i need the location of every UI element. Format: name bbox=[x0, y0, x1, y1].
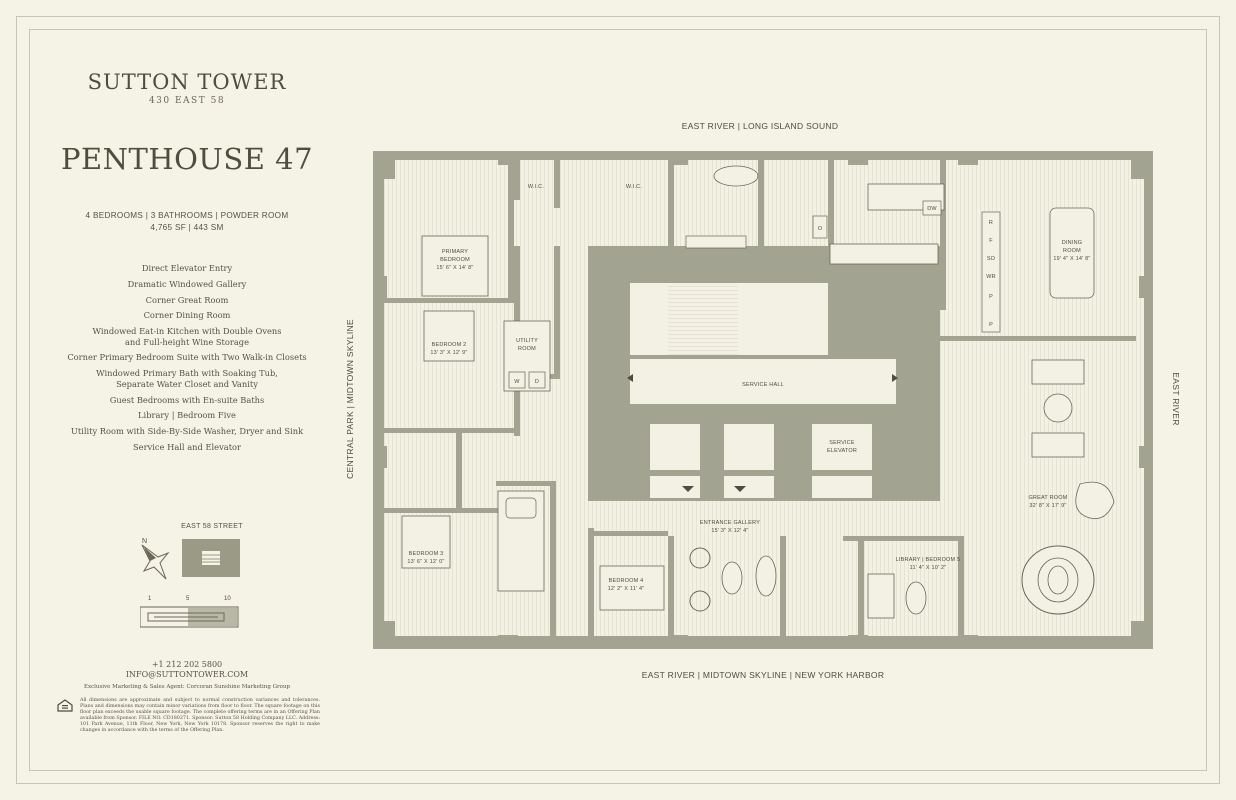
utility-room-label-2: ROOM bbox=[518, 346, 536, 352]
scale-label-5: 5 bbox=[186, 596, 190, 602]
contact-block: +1 212 202 5800 INFO@SUTTONTOWER.COM bbox=[60, 660, 314, 680]
entrance-gallery-dims: 15' 3" X 12' 4" bbox=[711, 528, 748, 534]
bedroom-3-label: BEDROOM 3 bbox=[409, 551, 444, 557]
brand-block: SUTTON TOWER 430 EAST 58 bbox=[80, 70, 294, 106]
passenger-elevator-1 bbox=[650, 424, 700, 470]
dining-room-dims: 19' 4" X 14' 8" bbox=[1053, 256, 1090, 262]
service-hall-label: SERVICE HALL bbox=[742, 382, 784, 388]
service-hall bbox=[630, 359, 896, 404]
dining-room-label-2: ROOM bbox=[1063, 248, 1081, 254]
floor-plan: SERVICE HALL SERVICE ELEVATOR bbox=[373, 151, 1153, 649]
service-elevator bbox=[812, 424, 872, 470]
compass-north-label: N bbox=[142, 538, 147, 545]
primary-bedroom-label-2: BEDROOM bbox=[440, 257, 470, 263]
brand-address: 430 EAST 58 bbox=[148, 96, 226, 106]
feature-item: Direct Elevator Entry bbox=[141, 263, 233, 273]
feature-list: Direct Elevator Entry Dramatic Windowed … bbox=[60, 263, 314, 458]
great-room-label: GREAT ROOM bbox=[1028, 495, 1067, 501]
wic-label-2: W.I.C. bbox=[626, 184, 642, 190]
entrance-gallery-label: ENTRANCE GALLERY bbox=[700, 520, 760, 526]
view-label-east: EAST RIVER bbox=[1171, 372, 1181, 426]
primary-bedroom-dims: 15' 6" X 14' 8" bbox=[436, 265, 473, 271]
legal-disclaimer: All dimensions are approximate and subje… bbox=[80, 698, 320, 733]
pantry-label-f: F bbox=[989, 238, 993, 244]
feature-item: Corner Dining Room bbox=[143, 310, 231, 321]
passenger-elevator-2 bbox=[724, 424, 774, 470]
specs-rooms: 4 BEDROOMS | 3 BATHROOMS | POWDER ROOM bbox=[85, 211, 289, 220]
page-title: PENTHOUSE 47 bbox=[60, 142, 314, 176]
keyplan-street-label: EAST 58 STREET bbox=[181, 523, 243, 530]
pantry-label-r: R bbox=[989, 220, 993, 226]
feature-item: Corner Great Room bbox=[145, 294, 229, 305]
bedroom-2-label: BEDROOM 2 bbox=[432, 342, 467, 348]
feature-item: and Full-height Wine Storage bbox=[124, 336, 250, 347]
specs-area: 4,765 SF | 443 SM bbox=[150, 223, 224, 232]
feature-item: Windowed Primary Bath with Soaking Tub, bbox=[96, 368, 278, 379]
dryer-label: D bbox=[535, 379, 539, 385]
primary-bedroom-label: PRIMARY bbox=[442, 249, 468, 255]
bedroom-4-bed bbox=[599, 565, 665, 611]
dining-room-label: DINING bbox=[1062, 240, 1082, 246]
pantry-stack: R F SO WR P P bbox=[981, 211, 1001, 333]
dishwasher-label: DW bbox=[927, 206, 937, 212]
primary-bed bbox=[421, 235, 489, 297]
pantry-label-wr: WR bbox=[986, 274, 996, 280]
scale-bar: 1 5 10 bbox=[139, 594, 240, 634]
bedroom-3-bed bbox=[401, 515, 451, 569]
soaking-tub bbox=[713, 165, 759, 187]
library-dims: 11' 4" X 10' 2" bbox=[910, 565, 947, 571]
service-elevator-label: SERVICE bbox=[829, 440, 855, 446]
library-label: LIBRARY | BEDROOM 5 bbox=[896, 557, 961, 563]
feature-item: Library | Bedroom Five bbox=[138, 410, 236, 421]
wic-label-1: W.I.C. bbox=[528, 184, 544, 190]
contact-phone: +1 212 202 5800 bbox=[151, 660, 223, 669]
view-label-south: EAST RIVER | MIDTOWN SKYLINE | NEW YORK … bbox=[641, 670, 885, 680]
pantry-label-so: SO bbox=[987, 256, 996, 262]
feature-item: Windowed Eat-in Kitchen with Double Oven… bbox=[92, 326, 282, 337]
feature-item: Guest Bedrooms with En-suite Baths bbox=[109, 394, 265, 405]
view-label-west: CENTRAL PARK | MIDTOWN SKYLINE bbox=[345, 319, 355, 479]
service-elevator-label-2: ELEVATOR bbox=[827, 448, 857, 454]
bedroom-3-dims: 13' 6" X 12' 0" bbox=[407, 559, 444, 565]
view-label-north: EAST RIVER | LONG ISLAND SOUND bbox=[681, 121, 839, 131]
equal-housing-icon bbox=[57, 699, 73, 712]
bedroom-4-label: BEDROOM 4 bbox=[609, 578, 644, 584]
feature-item: Utility Room with Side-By-Side Washer, D… bbox=[70, 426, 304, 437]
oven-label: O bbox=[818, 226, 823, 232]
kitchen-counter bbox=[829, 243, 939, 265]
feature-item: Separate Water Closet and Vanity bbox=[116, 378, 258, 389]
unit-specs: 4 BEDROOMS | 3 BATHROOMS | POWDER ROOM 4… bbox=[60, 210, 314, 234]
grand-piano bbox=[1075, 481, 1115, 520]
feature-item: Service Hall and Elevator bbox=[132, 441, 241, 452]
inner-frame bbox=[29, 29, 1207, 771]
round-sofa bbox=[1021, 545, 1095, 615]
great-room-dims: 32' 8" X 17' 9" bbox=[1029, 503, 1066, 509]
dining-table bbox=[1049, 207, 1095, 299]
pantry-label-p2: P bbox=[989, 322, 993, 328]
compass-icon: N bbox=[141, 538, 170, 580]
brand-name: SUTTON TOWER bbox=[87, 70, 287, 94]
keyplan-site bbox=[182, 539, 240, 577]
key-plan: EAST 58 STREET bbox=[180, 523, 244, 581]
pantry-label-p1: P bbox=[989, 294, 993, 300]
feature-item: Corner Primary Bedroom Suite with Two Wa… bbox=[67, 352, 307, 363]
scale-label-10: 10 bbox=[224, 596, 231, 602]
sales-agent: Exclusive Marketing & Sales Agent: Corco… bbox=[83, 684, 291, 690]
bedroom-4-dims: 12' 2" X 11' 4" bbox=[608, 586, 645, 592]
outer-frame bbox=[16, 16, 1220, 784]
washer-label: W bbox=[514, 379, 520, 385]
bedroom-2-dims: 13' 3" X 12' 9" bbox=[430, 350, 467, 356]
contact-email: INFO@SUTTONTOWER.COM bbox=[125, 670, 249, 679]
bedroom-2-bed bbox=[423, 310, 475, 362]
scale-label-1: 1 bbox=[148, 596, 152, 602]
utility-room-label: UTILITY bbox=[516, 338, 538, 344]
feature-item: Dramatic Windowed Gallery bbox=[127, 278, 247, 289]
